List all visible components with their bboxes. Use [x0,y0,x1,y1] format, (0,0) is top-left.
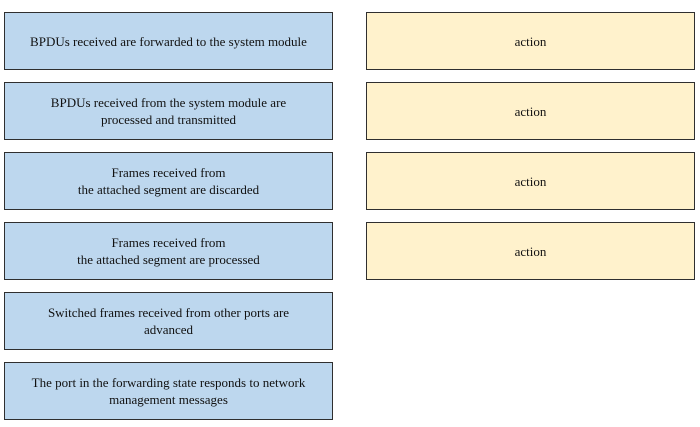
statement-box-bpdus-forwarded[interactable]: BPDUs received are forwarded to the syst… [4,12,333,70]
action-target-1[interactable]: action [366,12,695,70]
action-target-4[interactable]: action [366,222,695,280]
action-target-3[interactable]: action [366,152,695,210]
statement-box-switched-frames-advanced[interactable]: Switched frames received from other port… [4,292,333,350]
statement-box-management-messages[interactable]: The port in the forwarding state respond… [4,362,333,420]
statement-box-bpdus-processed[interactable]: BPDUs received from the system module ar… [4,82,333,140]
action-target-2[interactable]: action [366,82,695,140]
statement-box-frames-processed[interactable]: Frames received from the attached segmen… [4,222,333,280]
statement-box-frames-discarded[interactable]: Frames received from the attached segmen… [4,152,333,210]
